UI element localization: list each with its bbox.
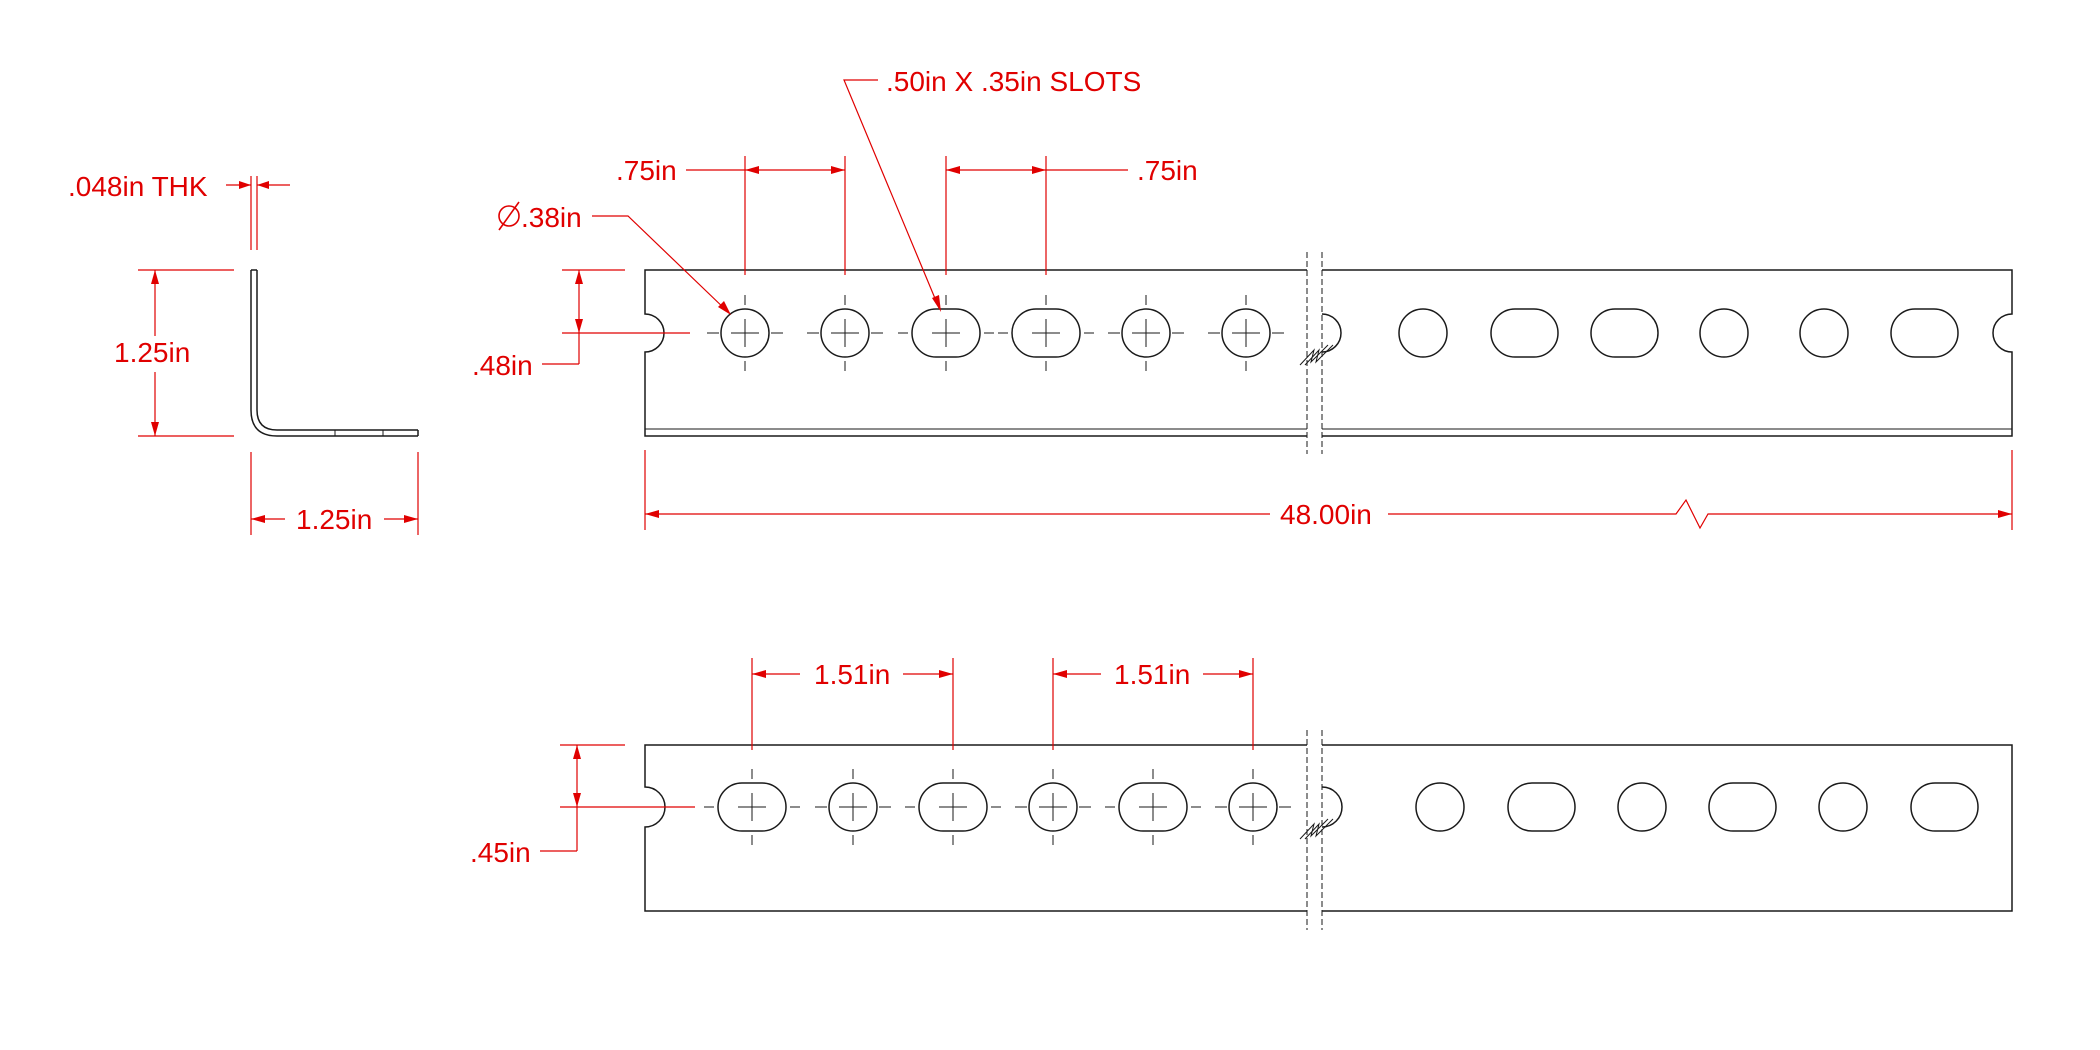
hole: [1818, 782, 1868, 832]
hole: [1699, 308, 1749, 358]
hole-diameter-dimension: .38in: [498, 201, 731, 315]
pitch-bottom-left-dimension: 1.51in: [751, 658, 954, 750]
slot: [704, 769, 800, 845]
hole: [707, 295, 783, 371]
edge-top-label: .48in: [472, 350, 533, 381]
pitch-bottom-left-label: 1.51in: [814, 659, 890, 690]
slot: [1105, 769, 1201, 845]
thickness-label: .048in THK: [68, 171, 208, 202]
angle-profile: [250, 269, 419, 437]
edge-top-dimension: .48in: [472, 269, 690, 381]
slot: [1708, 782, 1777, 832]
slot: [1490, 308, 1559, 358]
pitch-bottom-right-dimension: 1.51in: [1052, 658, 1254, 750]
slot: [998, 295, 1094, 371]
hole: [1108, 295, 1184, 371]
pitch-bottom-right-label: 1.51in: [1114, 659, 1190, 690]
leg-height-label: 1.25in: [114, 337, 190, 368]
slot-note: .50in X .35in SLOTS: [843, 66, 1141, 312]
length-dimension: 48.00in: [644, 450, 2013, 530]
top-strip: [644, 252, 2013, 454]
thickness-dimension: .048in THK: [68, 171, 290, 250]
hole: [1799, 308, 1849, 358]
hole: [815, 769, 891, 845]
edge-bottom-dimension: .45in: [470, 744, 695, 868]
hole: [1215, 769, 1291, 845]
bottom-strip: [644, 730, 2013, 930]
leg-height-dimension: 1.25in: [114, 269, 234, 437]
leg-width-dimension: 1.25in: [250, 452, 419, 535]
pitch-left-label: .75in: [616, 155, 677, 186]
hole: [807, 295, 883, 371]
hole: [1015, 769, 1091, 845]
slot: [905, 769, 1001, 845]
slot: [1910, 782, 1979, 832]
hole: [1617, 782, 1667, 832]
hole-diameter-label: .38in: [521, 202, 582, 233]
edge-bottom-label: .45in: [470, 837, 531, 868]
hole: [1398, 308, 1448, 358]
slot: [1890, 308, 1959, 358]
hole: [1415, 782, 1465, 832]
slot-note-label: .50in X .35in SLOTS: [886, 66, 1141, 97]
break-icon: [1299, 252, 1334, 454]
slot: [898, 295, 994, 371]
length-label: 48.00in: [1280, 499, 1372, 530]
pitch-left-dimension: .75in: [616, 155, 846, 275]
slot: [1507, 782, 1576, 832]
slot: [1590, 308, 1659, 358]
hole: [1208, 295, 1284, 371]
leg-width-label: 1.25in: [296, 504, 372, 535]
pitch-right-label: .75in: [1137, 155, 1198, 186]
pitch-right-dimension: .75in: [945, 155, 1198, 275]
diameter-icon: [498, 201, 520, 231]
break-icon: [1299, 730, 1334, 930]
